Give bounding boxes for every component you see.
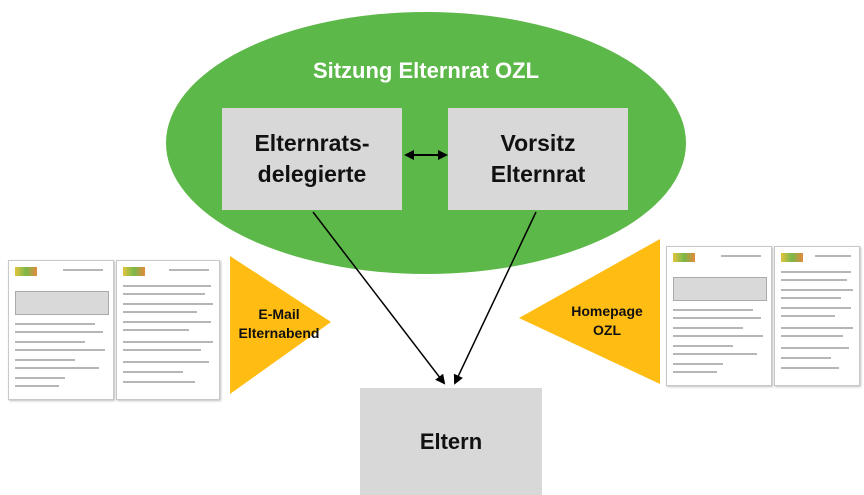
chair-box: Vorsitz Elternrat [448,108,628,210]
arrow-chair-to-parents [453,211,537,385]
left-channel-triangle [230,256,331,394]
document-thumbnail [774,246,860,386]
arrow-delegates-to-parents [312,211,446,385]
meeting-title: Sitzung Elternrat OZL [312,58,540,83]
document-thumbnail [116,260,220,400]
parents-box: Eltern [360,388,542,495]
homepage-channel-label: Homepage OZL [571,303,643,338]
email-channel-label: E-Mail Elternabend [238,306,320,341]
delegates-box: Elternrats- delegierte [222,108,402,210]
document-thumbnail [8,260,114,400]
document-thumbnail [666,246,772,386]
right-channel-triangle [519,239,660,384]
